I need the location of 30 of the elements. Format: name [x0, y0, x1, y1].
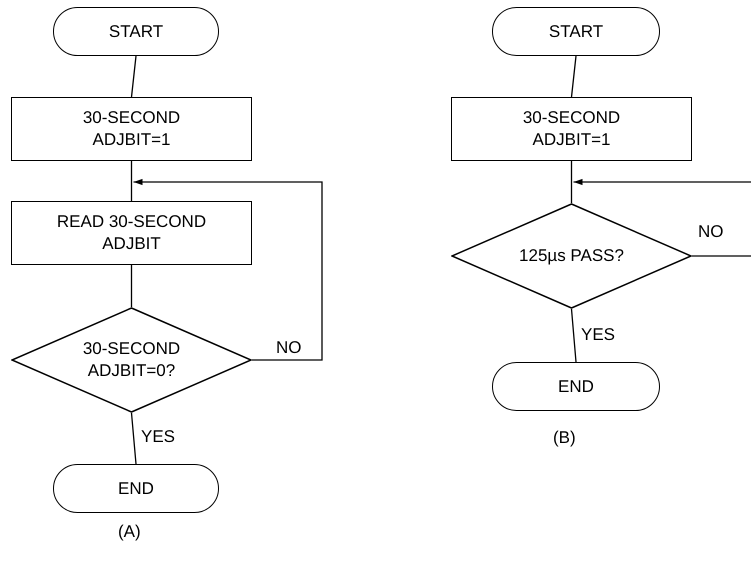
- figure-caption: (A): [118, 522, 141, 542]
- node-text: START: [108, 20, 164, 42]
- node-text: 30-SECOND ADJBIT=0?: [82, 338, 182, 382]
- connector-line: [692, 255, 751, 257]
- node-text: 125µs PASS?: [519, 245, 624, 267]
- node-text: END: [118, 478, 154, 500]
- process-box: [11, 201, 252, 265]
- process-box: [451, 97, 692, 161]
- decision-diamond: [451, 203, 692, 309]
- arrow: [134, 178, 323, 361]
- arrow: [574, 178, 751, 186]
- node-text: 30-SECOND ADJBIT=1: [82, 107, 182, 151]
- node-text: START: [548, 20, 604, 42]
- node-text: END: [558, 376, 594, 398]
- node-text: READ 30-SECOND ADJBIT: [56, 211, 208, 255]
- start-terminal: [53, 7, 219, 56]
- connector-line: [570, 56, 577, 98]
- connector-line: [570, 161, 572, 203]
- node-text: 30-SECOND ADJBIT=1: [522, 107, 622, 151]
- connector-line: [130, 56, 137, 98]
- end-terminal: [53, 464, 219, 513]
- connector-line: [130, 265, 132, 307]
- connector-line: [570, 308, 577, 362]
- decision-diamond: [11, 307, 252, 413]
- start-terminal: [492, 7, 660, 56]
- figure-caption: (B): [553, 428, 576, 448]
- connector-line: [130, 161, 132, 201]
- process-box: [11, 97, 252, 161]
- end-terminal: [492, 362, 660, 411]
- connector-line: [130, 412, 137, 464]
